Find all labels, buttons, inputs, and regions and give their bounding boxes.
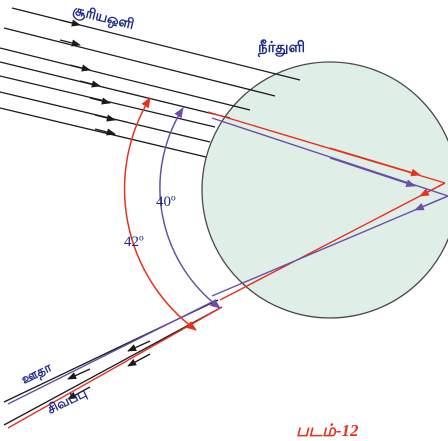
sunlight-ray bbox=[0, 62, 230, 118]
outgoing-rays bbox=[4, 300, 222, 425]
sunlight-ray bbox=[4, 28, 275, 96]
figure-label: படம்-12 bbox=[296, 421, 359, 440]
water-droplet bbox=[202, 62, 448, 318]
sunlight-label: சூரியஒளி bbox=[71, 1, 136, 34]
sunlight-ray bbox=[0, 76, 215, 127]
angle-40-label: 40º bbox=[156, 194, 176, 210]
sunlight-ray bbox=[0, 108, 206, 157]
violet-outgoing-ray bbox=[8, 300, 216, 404]
red-label: சிவப்பு bbox=[45, 385, 89, 417]
sunlight-ray bbox=[12, 8, 300, 80]
angle-42-label: 42º bbox=[124, 234, 144, 250]
droplet-label: நீர்துளி bbox=[257, 39, 305, 57]
angle-arc-42 bbox=[125, 98, 196, 330]
